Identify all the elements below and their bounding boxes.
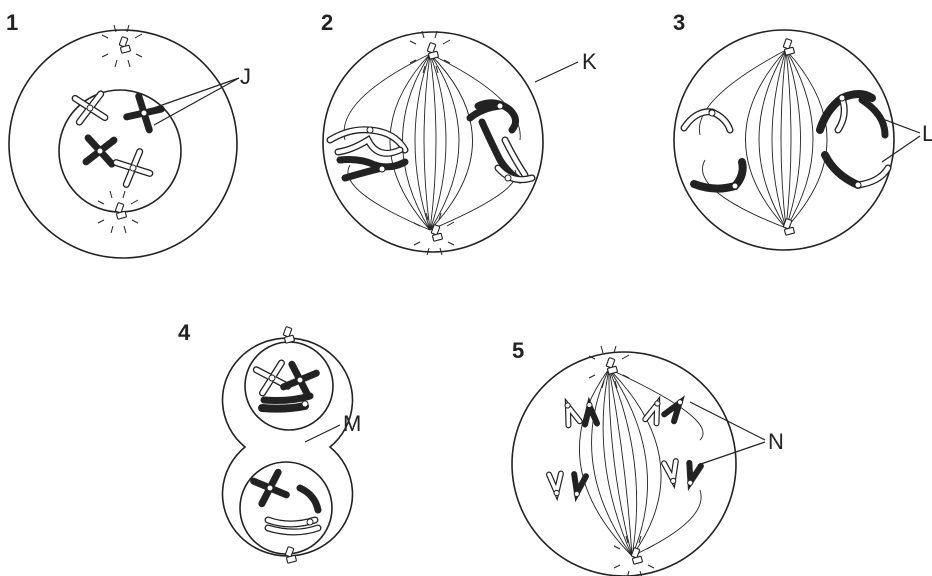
label-J: J: [240, 64, 251, 89]
stage-1-number: 1: [6, 10, 18, 35]
stage-1-cell-membrane: [9, 30, 237, 258]
stage-4-chromosomes-bottom: [254, 472, 318, 532]
stage-4-centriole-top: [283, 327, 294, 344]
stage-3-cell-membrane: [674, 30, 894, 250]
stage-1-centriole-bottom: [98, 191, 138, 233]
label-L-leader-2: [882, 136, 920, 162]
stage-3-centriole-bottom: [783, 219, 794, 236]
stage-3: 3: [673, 10, 932, 250]
stage-1-chromosomes: [75, 94, 161, 184]
label-K-leader: [535, 62, 578, 82]
stage-2-chromosomes: [330, 103, 532, 181]
stage-3-spindle-fibers: [699, 50, 827, 228]
label-N: N: [768, 429, 784, 454]
stage-2: 2: [321, 10, 597, 255]
stage-5: 5 N: [512, 338, 784, 576]
label-J-leader-2: [154, 78, 239, 125]
label-M-leader: [305, 425, 340, 442]
stage-4-number: 4: [178, 320, 191, 345]
stage-4-centriole-bottom: [285, 547, 296, 564]
label-L: L: [922, 121, 932, 146]
stage-4: 4 M: [178, 320, 361, 563]
label-M: M: [343, 411, 361, 436]
stage-2-cell-membrane: [323, 32, 543, 252]
stage-3-centriole-top: [783, 39, 794, 56]
stage-2-centriole-top: [410, 31, 450, 73]
stage-2-number: 2: [321, 10, 333, 35]
stage-5-spindle-fibers: [579, 369, 703, 556]
stage-5-chromatids: [549, 397, 701, 498]
stage-3-number: 3: [673, 10, 685, 35]
stage-4-chromosomes-top: [256, 363, 316, 409]
stage-1: 1 J: [6, 10, 251, 258]
label-N-leader-1: [690, 402, 765, 440]
stage-3-chromosomes: [684, 94, 888, 189]
label-N-leader-2: [698, 442, 765, 465]
stage-5-number: 5: [512, 338, 524, 363]
label-K: K: [582, 49, 597, 74]
